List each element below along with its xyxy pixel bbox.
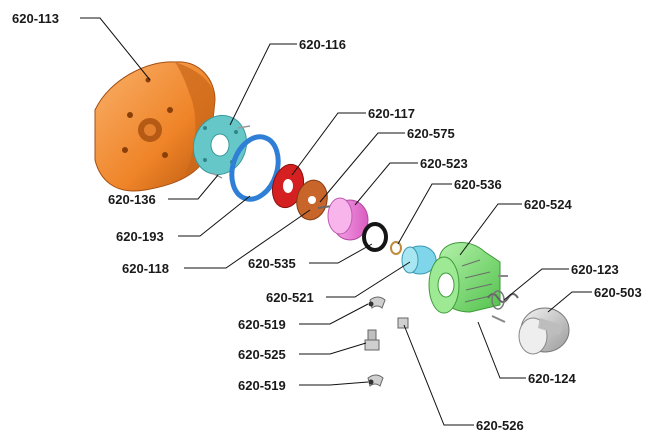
label-620-521: 620-521: [266, 290, 314, 305]
label-620-519-bottom: 620-519: [238, 378, 286, 393]
label-620-523: 620-523: [420, 156, 468, 171]
label-620-113: 620-113: [12, 11, 59, 26]
label-620-525: 620-525: [238, 347, 286, 362]
valve-fitting-part: [364, 329, 380, 351]
label-620-519-top: 620-519: [238, 317, 286, 332]
label-620-116: 620-116: [299, 37, 346, 52]
oring-part: [362, 222, 388, 252]
label-620-575: 620-575: [407, 126, 455, 141]
label-620-118: 620-118: [122, 261, 169, 276]
label-620-526: 620-526: [476, 418, 524, 433]
small-ring-part: [390, 241, 402, 255]
fitting-top-part: [368, 296, 386, 309]
fitting-bottom-part: [367, 374, 384, 387]
pin-part: [397, 317, 409, 329]
label-620-123: 620-123: [571, 262, 619, 277]
label-620-536: 620-536: [454, 177, 502, 192]
label-620-535: 620-535: [248, 256, 296, 271]
housing-part: [94, 61, 216, 192]
cap-part: [518, 307, 570, 355]
cylinder-part: [327, 197, 369, 241]
label-620-124: 620-124: [528, 371, 576, 386]
label-620-117: 620-117: [368, 106, 415, 121]
label-620-524: 620-524: [524, 197, 572, 212]
leader-lines: [80, 17, 592, 426]
label-620-193: 620-193: [116, 229, 164, 244]
valve-head-part: [401, 245, 437, 275]
label-620-136: 620-136: [108, 192, 156, 207]
label-620-503: 620-503: [594, 285, 642, 300]
pump-body-part: [428, 242, 508, 323]
